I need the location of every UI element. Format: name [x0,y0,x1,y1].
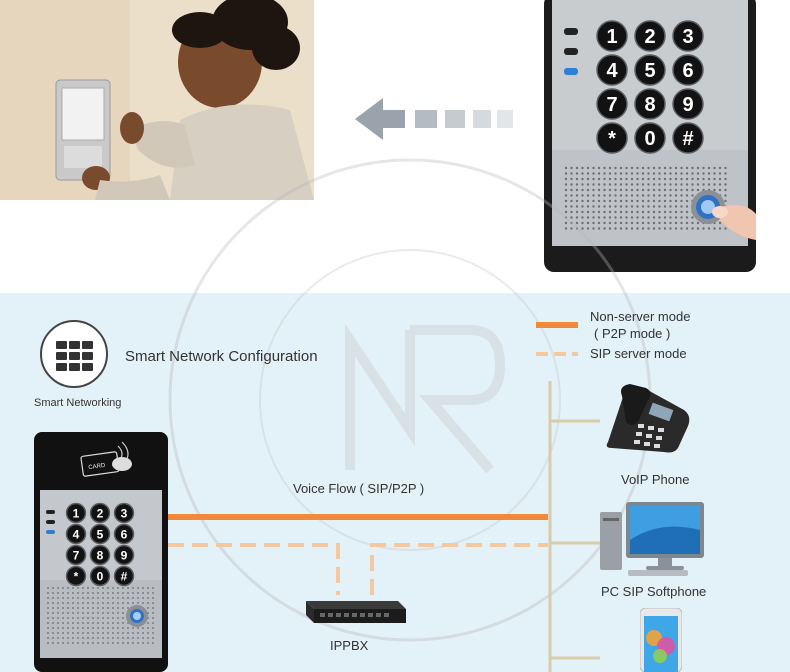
small-keypad-key-label: 6 [121,527,128,541]
small-keypad-key-bg [113,523,135,545]
small-keypad-key-bg [89,502,111,524]
big-keypad-key-bg [672,20,704,52]
top-section: 1 2 3 4 5 6 7 8 9 * 0 # [0,0,790,293]
big-keypad-key-label: 0 [644,128,655,150]
big-keypad-key-label: 9 [682,94,693,116]
small-keypad-key-bg [65,565,87,587]
voip-phone-label: VoIP Phone [621,472,690,487]
small-keypad-key-label: 5 [97,527,104,541]
small-keypad-key-label: * [74,569,79,583]
voip-phone-device [598,382,694,454]
smartphone-device [640,608,682,672]
small-keypad-key-label: 0 [97,569,104,583]
pc-sip-softphone-label: PC SIP Softphone [601,584,707,599]
small-keypad-key-bg [113,565,135,587]
big-keypad-key-label: 1 [606,26,617,48]
small-keypad-key-label: 1 [73,506,80,520]
big-keypad-key-label: 8 [644,94,655,116]
small-keypad-key-label: 3 [121,506,128,520]
small-keypad-key-label: 9 [121,548,128,562]
small-keypad-key-label: 4 [73,527,80,541]
small-keypad-key-bg [65,523,87,545]
sip-dashed-from-ippbx [370,543,548,595]
sip-dashed-to-ippbx [168,543,340,595]
door-phone-device: CARD 1 2 3 4 5 6 7 8 9 * 0 # [34,432,168,672]
card-label: CARD [88,463,106,471]
small-keypad-key-bg [89,523,111,545]
big-keypad-key-bg [634,54,666,86]
small-keypad-key-label: 7 [73,548,80,562]
small-keypad-key-bg [89,565,111,587]
small-keypad-key-label: 8 [97,548,104,562]
small-keypad-key-bg [113,544,135,566]
legend-lines [536,322,578,356]
smart-networking-label: Smart Networking [34,397,122,409]
smart-network-configuration-title: Smart Network Configuration [125,348,318,365]
big-keypad-key-bg [672,122,704,154]
legend-sip-server-mode: SIP server mode [590,346,687,361]
big-keypad-key-bg [596,54,628,86]
big-keypad-key-bg [634,122,666,154]
small-keypad-key-label: # [121,569,128,583]
left-arrow-icon [355,98,515,140]
big-keypad-key-label: 2 [644,26,655,48]
indoor-monitor-photo [0,0,314,200]
big-keypad-key-label: * [608,128,616,150]
small-keypad-key-bg [89,544,111,566]
network-lines [168,381,600,672]
big-keypad-key-bg [634,20,666,52]
big-keypad-key-label: 4 [606,60,618,82]
smart-networking-icon [40,320,108,388]
big-keypad-key-bg [596,88,628,120]
ippbx-device [298,599,406,627]
big-keypad-key-label: 6 [682,60,693,82]
big-keypad-key-label: 3 [682,26,693,48]
door-phone-keypad-closeup: 1 2 3 4 5 6 7 8 9 * 0 # [544,0,756,272]
legend-p2p-mode: ( P2P mode ) [594,326,671,341]
big-keypad-key-label: 7 [606,94,617,116]
big-keypad-key-label: 5 [644,60,655,82]
small-keypad-key-bg [65,502,87,524]
big-keypad-key-bg [596,20,628,52]
big-keypad-key-bg [634,88,666,120]
big-keypad-key-bg [672,54,704,86]
small-keypad-key-bg [113,502,135,524]
small-keypad-key-bg [65,544,87,566]
legend-non-server-mode: Non-server mode [590,309,691,324]
pc-softphone-device [600,500,710,578]
big-keypad-key-bg [596,122,628,154]
small-keypad-key-label: 2 [97,506,104,520]
ippbx-label: IPPBX [330,638,369,653]
big-keypad-key-bg [672,88,704,120]
voice-flow-label: Voice Flow ( SIP/P2P ) [293,481,425,496]
big-keypad-key-label: # [682,128,693,150]
